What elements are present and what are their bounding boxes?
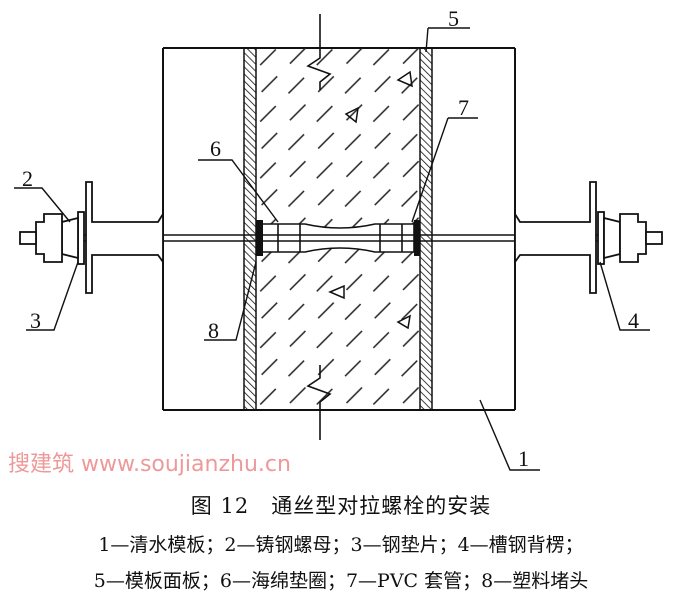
callout-5: 5	[448, 6, 459, 31]
figure-title: 图 12 通丝型对拉螺栓的安装	[190, 494, 492, 518]
form-panel-right	[419, 47, 433, 411]
callout-6: 6	[210, 136, 221, 161]
channel-steel-right	[514, 181, 597, 294]
callout-1: 1	[518, 446, 529, 471]
break-line	[306, 14, 332, 440]
callout-8: 8	[208, 318, 219, 343]
leader-lines	[14, 27, 650, 471]
plastic-plug-right	[414, 220, 420, 256]
cast-steel-nut-right	[597, 211, 663, 265]
pvc-sleeve	[261, 223, 415, 253]
callout-7: 7	[458, 95, 469, 120]
legend-line-1: 1—清水模板；2—铸钢螺母；3—钢垫片；4—槽钢背楞；	[98, 534, 584, 556]
cast-steel-nut-left	[19, 211, 85, 265]
concrete-aggregate-marks	[328, 70, 413, 330]
channel-steel-left	[85, 181, 164, 294]
legend-line-2: 5—模板面板；6—海绵垫圈；7—PVC 套管；8—塑料堵头	[93, 570, 589, 592]
form-panel-left	[243, 47, 257, 411]
callout-3: 3	[30, 308, 41, 333]
plastic-plug-left	[256, 220, 263, 256]
callout-2: 2	[22, 166, 33, 191]
callout-4: 4	[628, 308, 639, 333]
watermark: 搜建筑 www.soujianzhu.cn	[8, 452, 291, 477]
